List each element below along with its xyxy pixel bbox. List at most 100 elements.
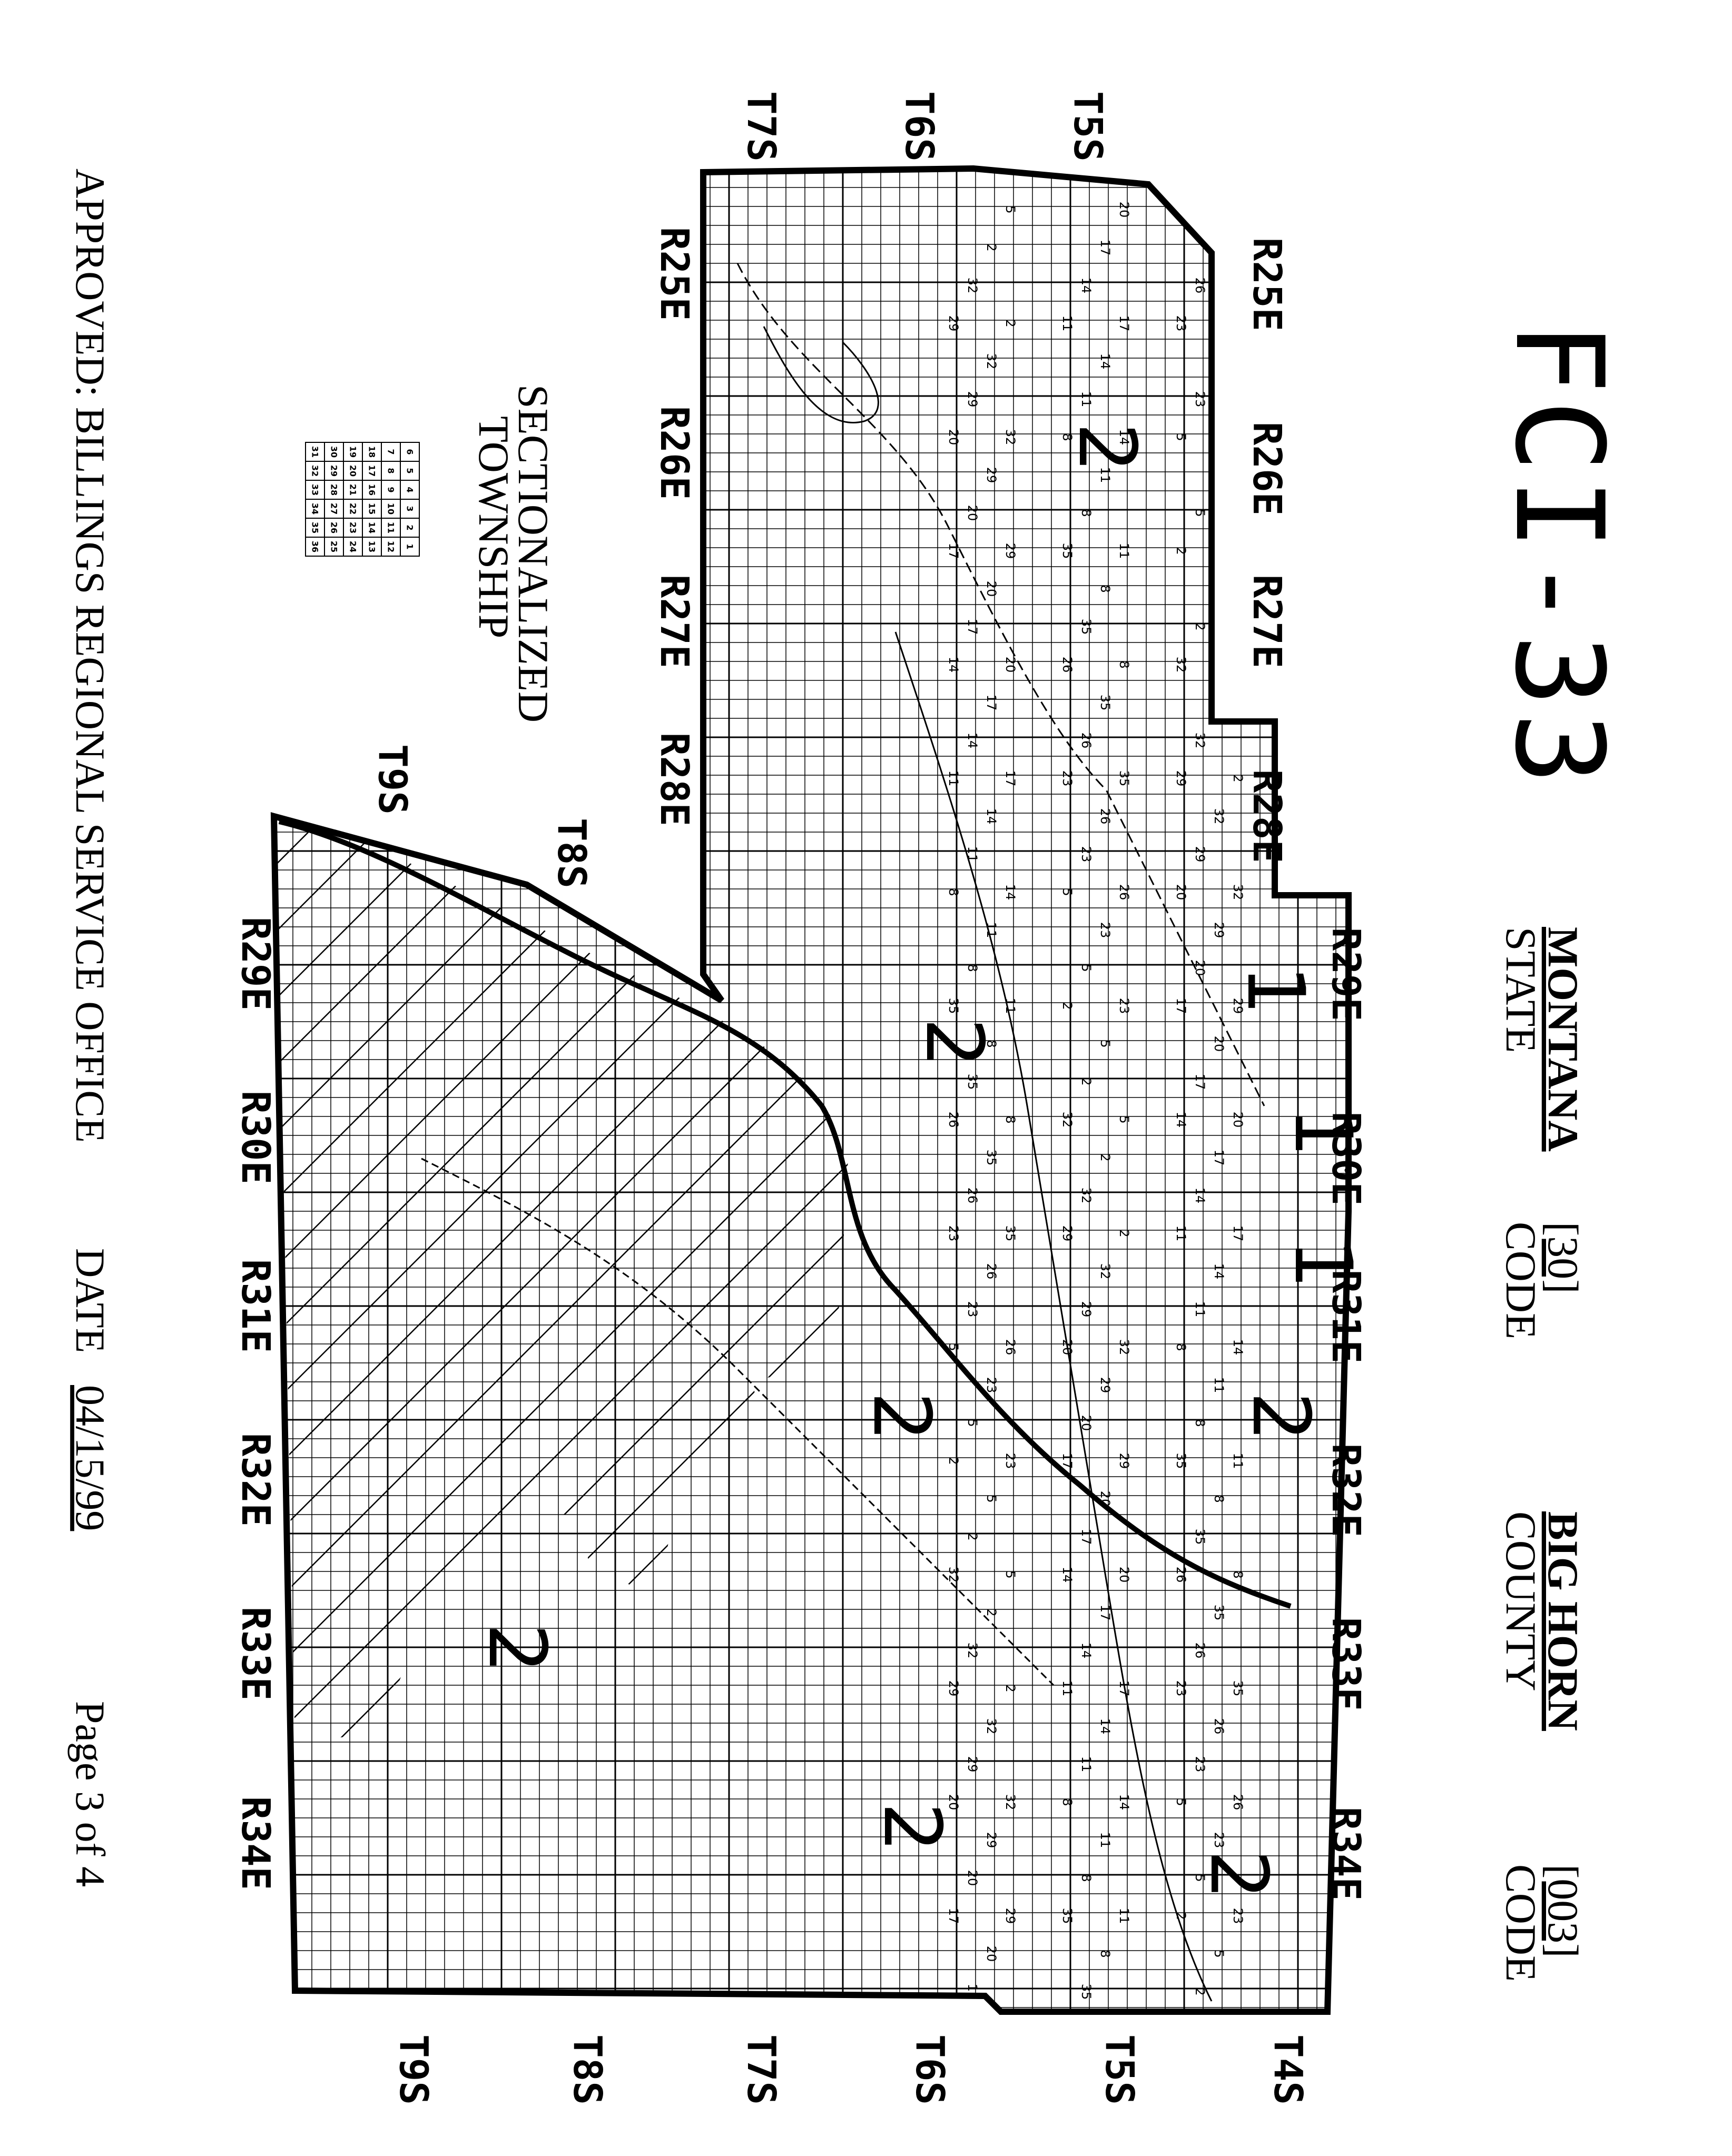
section-number: 29 bbox=[984, 467, 999, 483]
section-number: 11 bbox=[946, 770, 961, 787]
section-number: 35 bbox=[965, 1074, 980, 1090]
range-label: R27E bbox=[1244, 575, 1290, 668]
key-cell-number: 10 bbox=[386, 503, 396, 515]
section-number: 20 bbox=[1212, 1036, 1226, 1052]
section-number: 8 bbox=[965, 964, 980, 972]
key-title-1: SECTIONALIZED bbox=[509, 384, 557, 723]
section-number: 20 bbox=[1231, 1112, 1245, 1128]
section-number: 5 bbox=[1079, 964, 1094, 972]
section-number: 29 bbox=[1060, 1225, 1075, 1242]
section-number: 2 bbox=[1079, 1077, 1094, 1085]
range-label: R34E bbox=[1323, 1807, 1369, 1901]
township-label: T7S bbox=[739, 2034, 784, 2105]
section-number: 11 bbox=[1060, 1680, 1075, 1697]
section-number: 26 bbox=[1060, 657, 1075, 673]
road-line-2 bbox=[894, 631, 1213, 2002]
section-number: 26 bbox=[1117, 884, 1131, 901]
range-label: R27E bbox=[652, 575, 697, 668]
section-number: 29 bbox=[1098, 1377, 1113, 1393]
key-cell-number: 2 bbox=[405, 525, 415, 530]
section-number: 8 bbox=[1231, 205, 1245, 213]
section-number: 2 bbox=[1193, 1987, 1207, 1995]
county-value: BIG HORN bbox=[1539, 1511, 1587, 1731]
map-id-title: FCI-33 bbox=[1488, 321, 1629, 790]
key-cell-number: 18 bbox=[367, 446, 377, 458]
township-label: T8S bbox=[549, 818, 594, 888]
range-label: R32E bbox=[1323, 1443, 1369, 1537]
township-label: T9S bbox=[391, 2034, 436, 2105]
key-cell-number: 32 bbox=[310, 465, 320, 477]
section-number: 23 bbox=[1174, 315, 1188, 332]
key-cell-number: 15 bbox=[367, 503, 377, 515]
county-boundary bbox=[270, 165, 1352, 2015]
section-number: 32 bbox=[1117, 1339, 1131, 1356]
section-number: 29 bbox=[946, 1680, 961, 1697]
section-number: 14 bbox=[1117, 429, 1131, 446]
section-number: 8 bbox=[1060, 433, 1075, 441]
key-cell-number: 30 bbox=[329, 446, 339, 458]
section-number: 17 bbox=[1231, 1225, 1245, 1242]
zone-label: 2 bbox=[1061, 422, 1153, 472]
section-number: 8 bbox=[1098, 1950, 1113, 1957]
range-label: R26E bbox=[1244, 422, 1290, 516]
key-cell-number: 20 bbox=[348, 465, 358, 477]
section-number: 29 bbox=[946, 315, 961, 332]
key-cell-number: 23 bbox=[348, 522, 358, 533]
township-label: T8S bbox=[565, 2034, 610, 2105]
county-label: COUNTY bbox=[1497, 1511, 1545, 1692]
section-number: 35 bbox=[1003, 1225, 1018, 1242]
section-number: 17 bbox=[946, 543, 961, 559]
range-label: R33E bbox=[1323, 1617, 1369, 1711]
section-number: 32 bbox=[1098, 1263, 1113, 1280]
section-number: 2 bbox=[984, 243, 999, 251]
section-number: 14 bbox=[1079, 278, 1094, 294]
township-label: T6S bbox=[907, 2034, 952, 2105]
section-number: 35 bbox=[1193, 1529, 1207, 1545]
township-label: T9S bbox=[370, 744, 415, 815]
section-number: 8 bbox=[1098, 585, 1113, 592]
section-number: 8 bbox=[1212, 1495, 1226, 1502]
section-number: 32 bbox=[1174, 2022, 1188, 2038]
section-number: 5 bbox=[1212, 1950, 1226, 1957]
key-cell-number: 9 bbox=[386, 487, 396, 492]
section-number: 20 bbox=[1117, 202, 1131, 218]
key-cell-number: 34 bbox=[310, 503, 320, 515]
zone-label: 1 bbox=[1277, 1107, 1369, 1157]
state-code-value: [30] bbox=[1539, 1222, 1587, 1294]
section-number: 23 bbox=[1003, 1453, 1018, 1469]
key-cell-number: 6 bbox=[405, 449, 415, 454]
township-label: T4S bbox=[1265, 2034, 1311, 2105]
range-label: R26E bbox=[652, 406, 697, 500]
section-number: 35 bbox=[1231, 1680, 1245, 1697]
section-number: 2 bbox=[1060, 1002, 1075, 1010]
section-number: 26 bbox=[965, 1188, 980, 1204]
section-number: 8 bbox=[946, 888, 961, 896]
section-number: 8 bbox=[1060, 1798, 1075, 1806]
section-number: 35 bbox=[1060, 543, 1075, 559]
section-number: 29 bbox=[965, 391, 980, 408]
hatched-area bbox=[277, 811, 848, 1743]
section-number: 23 bbox=[1079, 846, 1094, 863]
range-label: R28E bbox=[652, 733, 697, 826]
section-number: 5 bbox=[1231, 660, 1245, 668]
key-title-2: TOWNSHIP bbox=[470, 416, 518, 638]
zone-label: 1 bbox=[1229, 965, 1321, 1015]
section-number: 5 bbox=[1117, 1115, 1131, 1123]
township-label: T7S bbox=[739, 91, 784, 162]
township-label: T6S bbox=[897, 91, 942, 162]
key-cell-number: 5 bbox=[405, 468, 415, 473]
section-number: 26 bbox=[1193, 1643, 1207, 1659]
section-number: 14 bbox=[1079, 1643, 1094, 1659]
page-number: Page 3 of 4 bbox=[67, 1701, 113, 1887]
key-cell-number: 35 bbox=[310, 522, 320, 533]
section-number: 2 bbox=[1193, 622, 1207, 630]
section-number: 29 bbox=[965, 1756, 980, 1773]
range-label: R31E bbox=[233, 1259, 278, 1353]
section-number: 32 bbox=[1212, 808, 1226, 825]
section-number: 35 bbox=[1079, 619, 1094, 635]
section-number: 11 bbox=[1117, 1908, 1131, 1924]
section-number: 23 bbox=[1060, 770, 1075, 787]
